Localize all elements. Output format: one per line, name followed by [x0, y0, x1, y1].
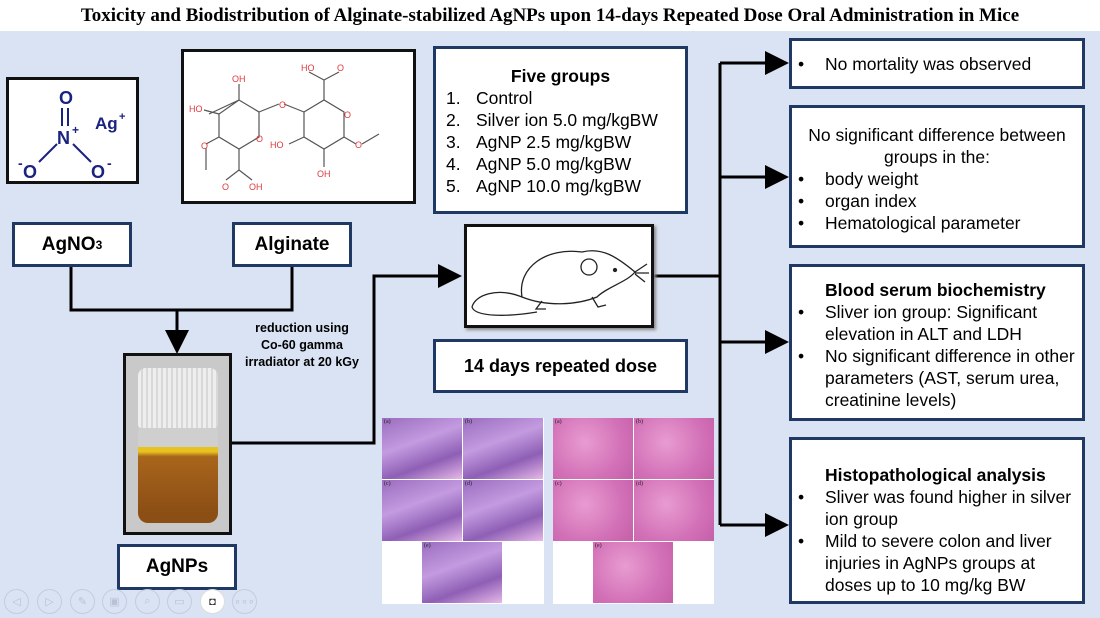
svg-text:O: O [344, 110, 351, 120]
result-item: Sliver was found higher in silver ion gr… [792, 486, 1076, 530]
svg-text:OH: OH [232, 74, 246, 84]
more-options-icon[interactable]: ∘∘∘ [232, 589, 257, 614]
biochemistry-heading: Blood serum biochemistry [825, 280, 1046, 300]
histology-panel: (c) [553, 480, 633, 541]
result-item: body weight [792, 168, 1074, 190]
camera-icon[interactable]: ◘ [200, 589, 225, 614]
svg-text:OH: OH [317, 169, 331, 179]
vial-liquid [138, 428, 218, 523]
page-title: Toxicity and Biodistribution of Alginate… [0, 0, 1100, 31]
result-item: No significant difference in other param… [792, 345, 1076, 411]
result-list: Sliver ion group: Significant elevation … [792, 301, 1076, 411]
svg-text:O: O [355, 140, 362, 150]
svg-text:HO: HO [189, 104, 203, 114]
group-item: 3. AgNP 2.5 mg/kgBW [446, 131, 685, 153]
group-number: 4. [446, 154, 461, 174]
svg-text:O: O [91, 162, 105, 181]
histology-panel: (d) [463, 480, 543, 541]
oxygen-top: O [59, 88, 73, 108]
svg-text:O: O [279, 100, 286, 110]
group-number: 5. [446, 176, 461, 196]
histology-panel: (b) [634, 418, 714, 479]
mouse-illustration [464, 224, 654, 328]
svg-text:+: + [72, 123, 79, 137]
pen-tool-icon[interactable]: ✎ [70, 589, 95, 614]
svg-text:-: - [107, 155, 112, 171]
result-item: organ index [792, 190, 1074, 212]
previous-slide-button[interactable]: ◁ [4, 589, 29, 614]
svg-text:+: + [119, 111, 125, 123]
svg-text:OH: OH [249, 182, 263, 192]
groups-list: 1. Control 2. Silver ion 5.0 mg/kgBW 3. AgNP … [446, 87, 685, 197]
next-slide-button[interactable]: ▷ [37, 589, 62, 614]
histopathology-box: Histopathological analysis Sliver was fo… [789, 437, 1085, 604]
group-item: 2. Silver ion 5.0 mg/kgBW [446, 109, 685, 131]
group-item: 1. Control [446, 87, 685, 109]
histology-panel: (b) [463, 418, 543, 479]
svg-text:-: - [18, 155, 23, 171]
result-list: Sliver was found higher in silver ion gr… [792, 486, 1076, 596]
histology-panel: (a) [382, 418, 462, 479]
group-label: AgNP 10.0 mg/kgBW [476, 176, 642, 196]
group-label: Control [476, 88, 533, 108]
mortality-result: No mortality was observed [792, 53, 1082, 75]
dosing-box: 14 days repeated dose [433, 339, 688, 393]
histology-panel: (e) [593, 542, 673, 603]
result-item: Hematological parameter [792, 212, 1074, 234]
result-item: Sliver ion group: Significant elevation … [792, 301, 1076, 345]
group-number: 3. [446, 132, 461, 152]
silver-ion: Ag [95, 114, 118, 133]
result-item: Mild to severe colon and liver injuries … [792, 530, 1076, 596]
svg-text:O: O [23, 162, 37, 181]
liver-histology-figure: (a)(b)(c)(d)(e) [553, 418, 714, 604]
five-groups-box: Five groups 1. Control 2. Silver ion 5.0 mg… [433, 46, 688, 214]
vial-cap [138, 368, 218, 428]
biochemistry-box: Blood serum biochemistry Sliver ion grou… [789, 264, 1085, 421]
group-label: AgNP 5.0 mg/kgBW [476, 154, 632, 174]
zoom-icon[interactable]: ⌕ [135, 589, 160, 614]
slides-view-icon[interactable]: ▣ [102, 589, 127, 614]
agnps-box: AgNPs [117, 544, 237, 590]
alginate-box: Alginate [232, 222, 352, 267]
svg-text:HO: HO [301, 63, 315, 73]
group-number: 1. [446, 88, 461, 108]
silver-nitrate-structure: O N + O - O - Ag + [6, 77, 139, 184]
histopathology-heading: Histopathological analysis [825, 465, 1046, 485]
colon-histology-figure: (a)(b)(c)(d)(e) [382, 418, 544, 604]
group-label: AgNP 2.5 mg/kgBW [476, 132, 632, 152]
groups-title: Five groups [510, 66, 611, 86]
svg-text:O: O [201, 141, 208, 151]
no-difference-heading: No significant difference between groups… [808, 125, 1066, 167]
svg-text:O: O [337, 63, 344, 73]
svg-text:O: O [256, 134, 263, 144]
histology-panel: (a) [553, 418, 633, 479]
group-item: 4. AgNP 5.0 mg/kgBW [446, 153, 685, 175]
mortality-box: No mortality was observed [789, 38, 1085, 89]
group-label: Silver ion 5.0 mg/kgBW [476, 110, 658, 130]
svg-text:N: N [57, 128, 70, 148]
agno3-label: AgNO [41, 233, 96, 255]
group-number: 2. [446, 110, 461, 130]
svg-text:HO: HO [270, 140, 284, 150]
mouse-icon [471, 250, 649, 316]
svg-text:O: O [222, 182, 229, 192]
alginate-structure: OH HO O O O O OH HO O O HO OH O [181, 49, 416, 204]
histology-panel: (c) [382, 480, 462, 541]
histology-panel: (e) [422, 542, 502, 603]
agnps-vial-photo [123, 353, 232, 535]
result-list: body weightorgan indexHematological para… [792, 168, 1074, 234]
histology-panel: (d) [634, 480, 714, 541]
group-item: 5. AgNP 10.0 mg/kgBW [446, 175, 685, 197]
no-difference-box: No significant difference between groups… [789, 105, 1085, 248]
agno3-subscript: 3 [95, 237, 103, 252]
subtitles-icon[interactable]: ▭ [167, 589, 192, 614]
